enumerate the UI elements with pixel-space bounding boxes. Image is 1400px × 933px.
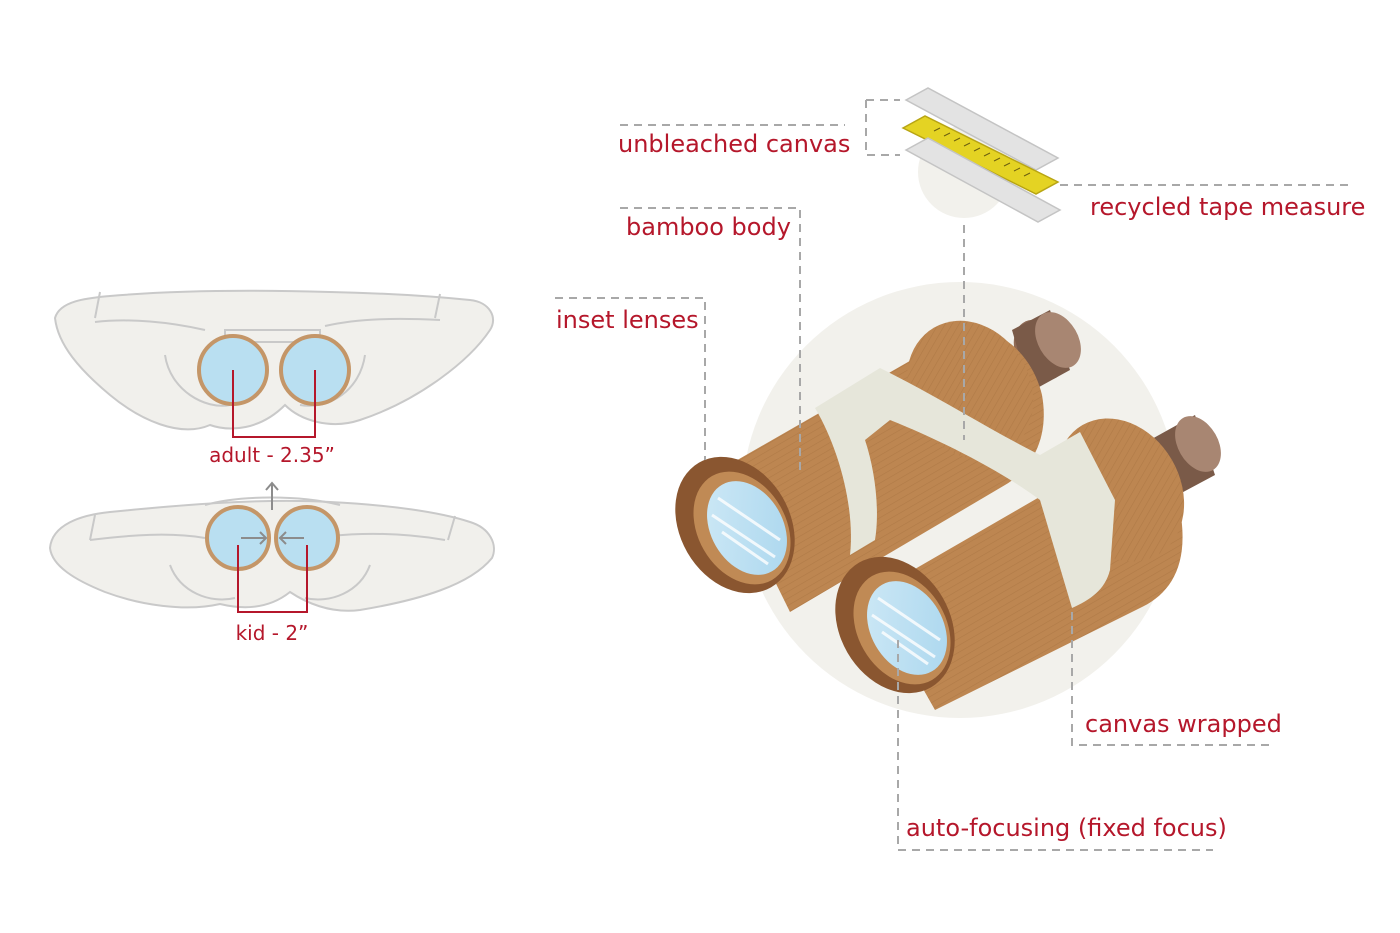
binoculars — [675, 310, 1221, 710]
kid-left-arrow — [278, 531, 304, 545]
callout-canvas-wrapped: canvas wrapped — [1085, 710, 1282, 738]
strap-layers — [901, 87, 1062, 223]
adult-spacing-bracket — [232, 370, 316, 438]
canvas-band — [815, 368, 1115, 608]
adult-hands — [53, 289, 495, 431]
kid-up-arrow — [265, 481, 279, 510]
kid-spacing-label: kid - 2” — [236, 621, 309, 645]
kid-spacing-bracket — [237, 545, 308, 613]
callout-auto-focusing: auto-focusing (fixed focus) — [906, 814, 1227, 842]
canvas-layer-bottom — [904, 137, 1062, 223]
callout-unbleached-canvas: unbleached canvas — [618, 130, 850, 158]
adult-spacing-label: adult - 2.35” — [209, 443, 335, 467]
leader-lines — [555, 99, 1352, 851]
callout-bamboo-body: bamboo body — [626, 213, 791, 241]
kid-hands-illustration — [48, 481, 495, 613]
adult-hands-illustration — [53, 289, 495, 438]
canvas-layer-top — [904, 87, 1060, 171]
callout-inset-lenses: inset lenses — [556, 306, 699, 334]
kid-hands — [48, 499, 495, 612]
kid-right-arrow — [241, 531, 268, 545]
callout-recycled-tape-measure: recycled tape measure — [1090, 193, 1365, 221]
